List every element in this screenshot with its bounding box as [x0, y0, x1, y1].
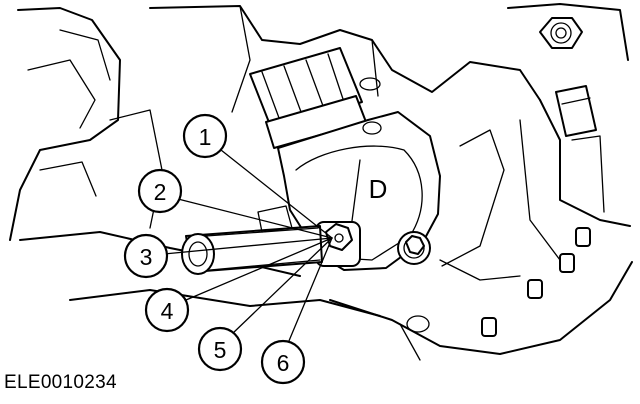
callout-2: 2: [137, 168, 183, 214]
callout-1: 1: [182, 113, 228, 159]
sensor-mounting-bolt: [397, 231, 431, 265]
callout-5: 5: [197, 326, 243, 372]
leader-line-5: [231, 237, 333, 335]
leader-line-6: [285, 237, 333, 349]
callout-number-2: 2: [154, 179, 167, 205]
callout-number-3: 3: [140, 244, 153, 270]
leader-lines: [163, 149, 333, 349]
leader-line-1: [220, 149, 333, 239]
selector-shaft-assembly: [181, 205, 361, 275]
part-label-d: D: [369, 174, 388, 204]
callout-6: 6: [260, 339, 306, 385]
callout-4: 4: [144, 287, 190, 333]
figure-id-label: ELE0010234: [4, 372, 117, 393]
callout-number-6: 6: [277, 350, 290, 376]
callout-number-5: 5: [214, 337, 227, 363]
leader-line-2: [177, 198, 333, 239]
leader-line-4: [185, 237, 333, 301]
leader-line-3: [163, 237, 333, 255]
bracket-studs: [481, 85, 605, 337]
callout-number-4: 4: [161, 298, 174, 324]
callout-number-1: 1: [199, 124, 212, 150]
hex-bolt-top: [539, 17, 583, 49]
callout-3: 3: [123, 233, 169, 279]
sensor-connector: [249, 47, 367, 149]
